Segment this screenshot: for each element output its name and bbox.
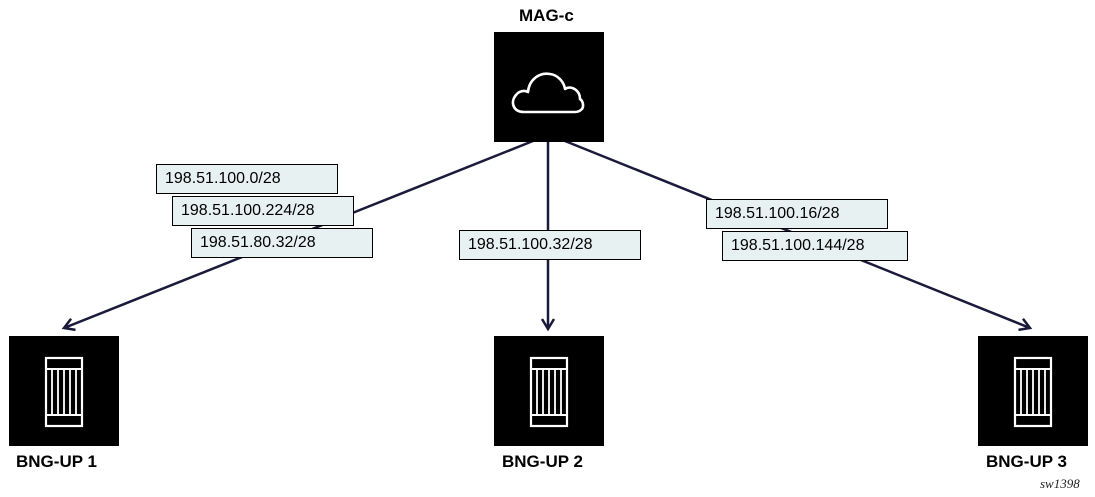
- bng-up-1-node: [9, 336, 119, 446]
- figure-id: sw1398: [1040, 476, 1080, 491]
- prefix-label-bng2-1: 198.51.100.32/28: [459, 230, 641, 260]
- prefix-label-bng1-1: 198.51.100.0/28: [156, 164, 338, 194]
- bng-up-3-node: [978, 336, 1088, 446]
- router-chassis-icon: [44, 356, 84, 428]
- prefix-label-bng1-2: 198.51.100.224/28: [172, 196, 354, 226]
- mag-c-node: [494, 32, 604, 142]
- bng-up-1-label: BNG-UP 1: [16, 452, 97, 471]
- bng-up-2-node: [494, 336, 604, 446]
- router-chassis-icon: [1013, 356, 1053, 428]
- cloud-icon: [511, 72, 585, 114]
- bng-up-3-label: BNG-UP 3: [986, 452, 1067, 471]
- mag-c-label: MAG-c: [519, 6, 574, 25]
- bng-up-2-label: BNG-UP 2: [502, 452, 583, 471]
- prefix-label-bng3-1: 198.51.100.16/28: [706, 199, 888, 229]
- prefix-label-bng1-3: 198.51.80.32/28: [191, 228, 373, 258]
- router-chassis-icon: [529, 356, 569, 428]
- prefix-label-bng3-2: 198.51.100.144/28: [722, 231, 908, 261]
